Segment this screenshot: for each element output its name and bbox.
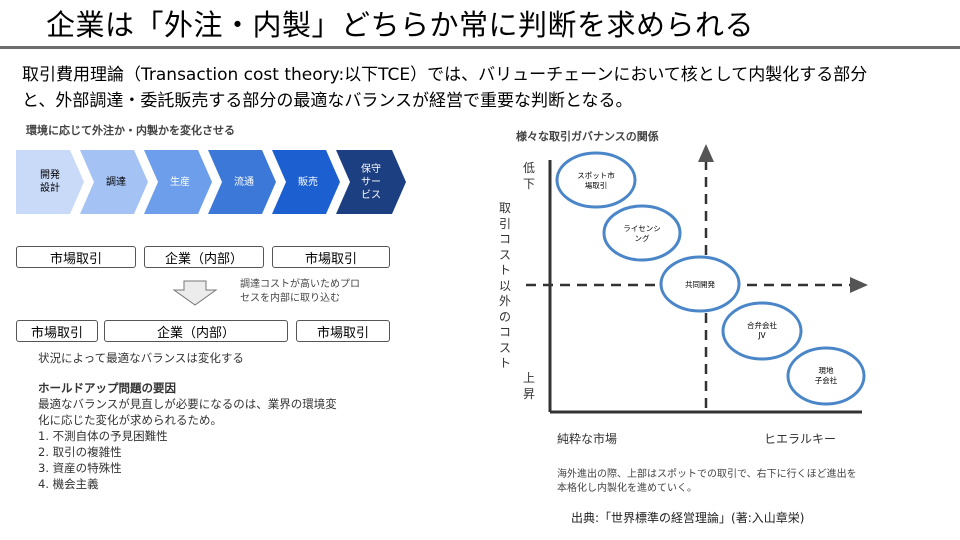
licensing-label: ライセンシ ング <box>623 224 661 243</box>
spot-market-circle <box>555 151 637 209</box>
left-section-caption: 環境に応じて外注か・内製かを変化させる <box>26 124 235 137</box>
diagram-note: 海外進出の際、上部はスポットでの取引で、右下に行くほど進出を 本格化し内製化を進… <box>557 468 857 496</box>
internal-firm-box: 企業（内部） <box>144 246 264 268</box>
chevron-sales <box>272 150 340 214</box>
chevron-label-development: 開発 設計 <box>40 170 60 194</box>
licensing-circle <box>602 204 682 262</box>
holdup-factor-item: 4. 機会主義 <box>38 477 99 491</box>
y-axis-high-label: 上 昇 <box>523 371 536 401</box>
right-arrowhead-icon <box>850 277 868 293</box>
slide-title: 企業は「外注・内製」どちらか常に判断を求められる <box>46 8 755 42</box>
title-divider <box>0 46 960 49</box>
arrow-note-line-1: 調達コストが高いためプロ <box>240 279 360 290</box>
internal-firm-box: 企業（内部） <box>104 320 288 342</box>
holdup-factor-item: 2. 取引の複雑性 <box>38 445 122 459</box>
value-chain-chevrons <box>16 150 406 214</box>
holdup-factor-item: 1. 不測自体の予見困難性 <box>38 429 168 443</box>
joint-venture-circle <box>721 301 803 361</box>
down-arrow-icon <box>172 280 218 306</box>
chevron-label-distribution: 流通 <box>234 176 254 188</box>
balance-note: 状況によって最適なバランスは変化する <box>38 351 244 365</box>
value-chain: 開発 設計 調達 生産 流通 販売 保守 サー ビス <box>16 150 408 214</box>
arrow-note-line-2: セスを内部に取り込む <box>240 293 340 304</box>
intro-line-1: 取引費用理論（Transaction cost theory:以下TCE）では、… <box>22 65 868 85</box>
right-section-caption: 様々な取引ガバナンスの関係 <box>516 130 659 143</box>
y-axis-low-label: 低 下 <box>523 161 536 191</box>
local-subsidiary-circle <box>786 346 866 406</box>
chevron-procurement <box>80 150 148 214</box>
governance-diagram <box>526 144 868 414</box>
market-transaction-box: 市場取引 <box>16 246 136 268</box>
y-axis-title: 取 引 コ ス ト 以 外 の コ ス ト <box>499 201 512 370</box>
chevron-development <box>16 150 84 214</box>
source-citation: 出典:「世界標準の経営理論」(著:入山章栄) <box>571 511 805 525</box>
chevron-label-production: 生産 <box>170 176 190 188</box>
diagram-note-line-2: 本格化し内製化を進めていく。 <box>557 483 697 494</box>
market-transaction-box: 市場取引 <box>272 246 390 268</box>
market-transaction-box: 市場取引 <box>16 320 98 342</box>
chevron-label-sales: 販売 <box>298 176 318 188</box>
holdup-heading: ホールドアップ問題の要因 <box>38 381 176 395</box>
market-transaction-box: 市場取引 <box>296 320 390 342</box>
arrow-note: 調達コストが高いためプロ セスを内部に取り込む <box>240 278 360 306</box>
holdup-description-line-2: 化に応じた変化が求められるため。 <box>38 413 222 427</box>
joint-development-circle <box>659 255 741 313</box>
diagram-note-line-1: 海外進出の際、上部はスポットでの取引で、右下に行くほど進出を <box>557 469 857 480</box>
x-axis-right-label: ヒエラルキー <box>764 432 837 446</box>
chevron-label-service: 保守 サー ビス <box>361 163 381 201</box>
chevron-distribution <box>208 150 276 214</box>
joint-development-label: 共同開発 <box>685 280 715 289</box>
spot-market-label: スポット市 場取引 <box>577 171 615 190</box>
joint-venture-label: 合弁会社 JV <box>747 321 777 340</box>
up-arrowhead-icon <box>698 144 714 162</box>
chevron-label-procurement: 調達 <box>106 176 126 188</box>
chevron-production <box>144 150 212 214</box>
intro-line-2: と、外部調達・委託販売する部分の最適なバランスが経営で重要な判断となる。 <box>22 91 633 111</box>
x-axis-left-label: 純粋な市場 <box>557 432 618 446</box>
chevron-service <box>336 150 406 214</box>
holdup-factor-item: 3. 資産の特殊性 <box>38 461 122 475</box>
holdup-description-line-1: 最適なバランスが見直しが必要になるのは、業界の環境変 <box>38 397 337 411</box>
local-subsidiary-label: 現地 子会社 <box>814 366 838 385</box>
